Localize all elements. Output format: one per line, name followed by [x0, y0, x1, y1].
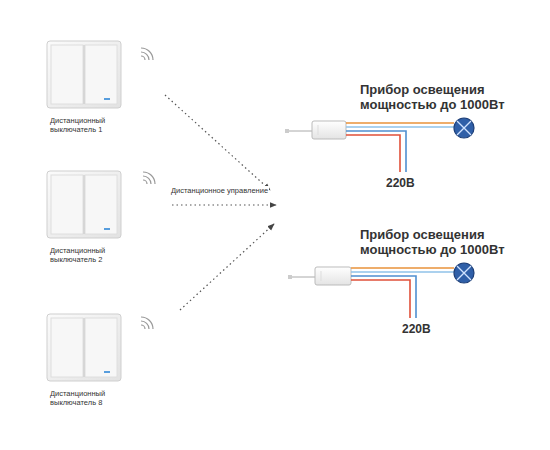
wireless-switch: Дистанционный выключатель 8 — [46, 313, 138, 409]
switch-icon — [46, 170, 122, 240]
lamp: Прибор освещения мощностью до 1000Вт — [360, 227, 540, 287]
switch-label: Дистанционный выключатель 8 — [50, 389, 132, 407]
wireless-switch: Дистанционный выключатель 2 — [46, 170, 138, 266]
voltage-label: 220В — [402, 322, 431, 336]
switch-label: Дистанционный выключатель 1 — [50, 116, 132, 134]
wires — [351, 268, 454, 318]
lamp-symbol — [452, 116, 476, 140]
voltage-label: 220В — [386, 176, 415, 190]
switch-label: Дистанционный выключатель 2 — [50, 246, 132, 264]
signal-waves — [141, 48, 155, 329]
wires — [346, 123, 454, 172]
receiver-module — [288, 267, 351, 285]
receiver-module — [285, 121, 346, 139]
annotation: Дистанционное управление — [170, 186, 269, 195]
lamp-symbol — [452, 261, 476, 285]
lamp-heading: Прибор освещения мощностью до 1000Вт — [360, 227, 535, 257]
switch-icon — [46, 40, 122, 110]
lamp-heading: Прибор освещения мощностью до 1000Вт — [360, 82, 535, 112]
remote-arrows — [165, 95, 276, 310]
lamp: Прибор освещения мощностью до 1000Вт — [360, 82, 540, 142]
wireless-switch: Дистанционный выключатель 1 — [46, 40, 138, 136]
switch-icon — [46, 313, 122, 383]
